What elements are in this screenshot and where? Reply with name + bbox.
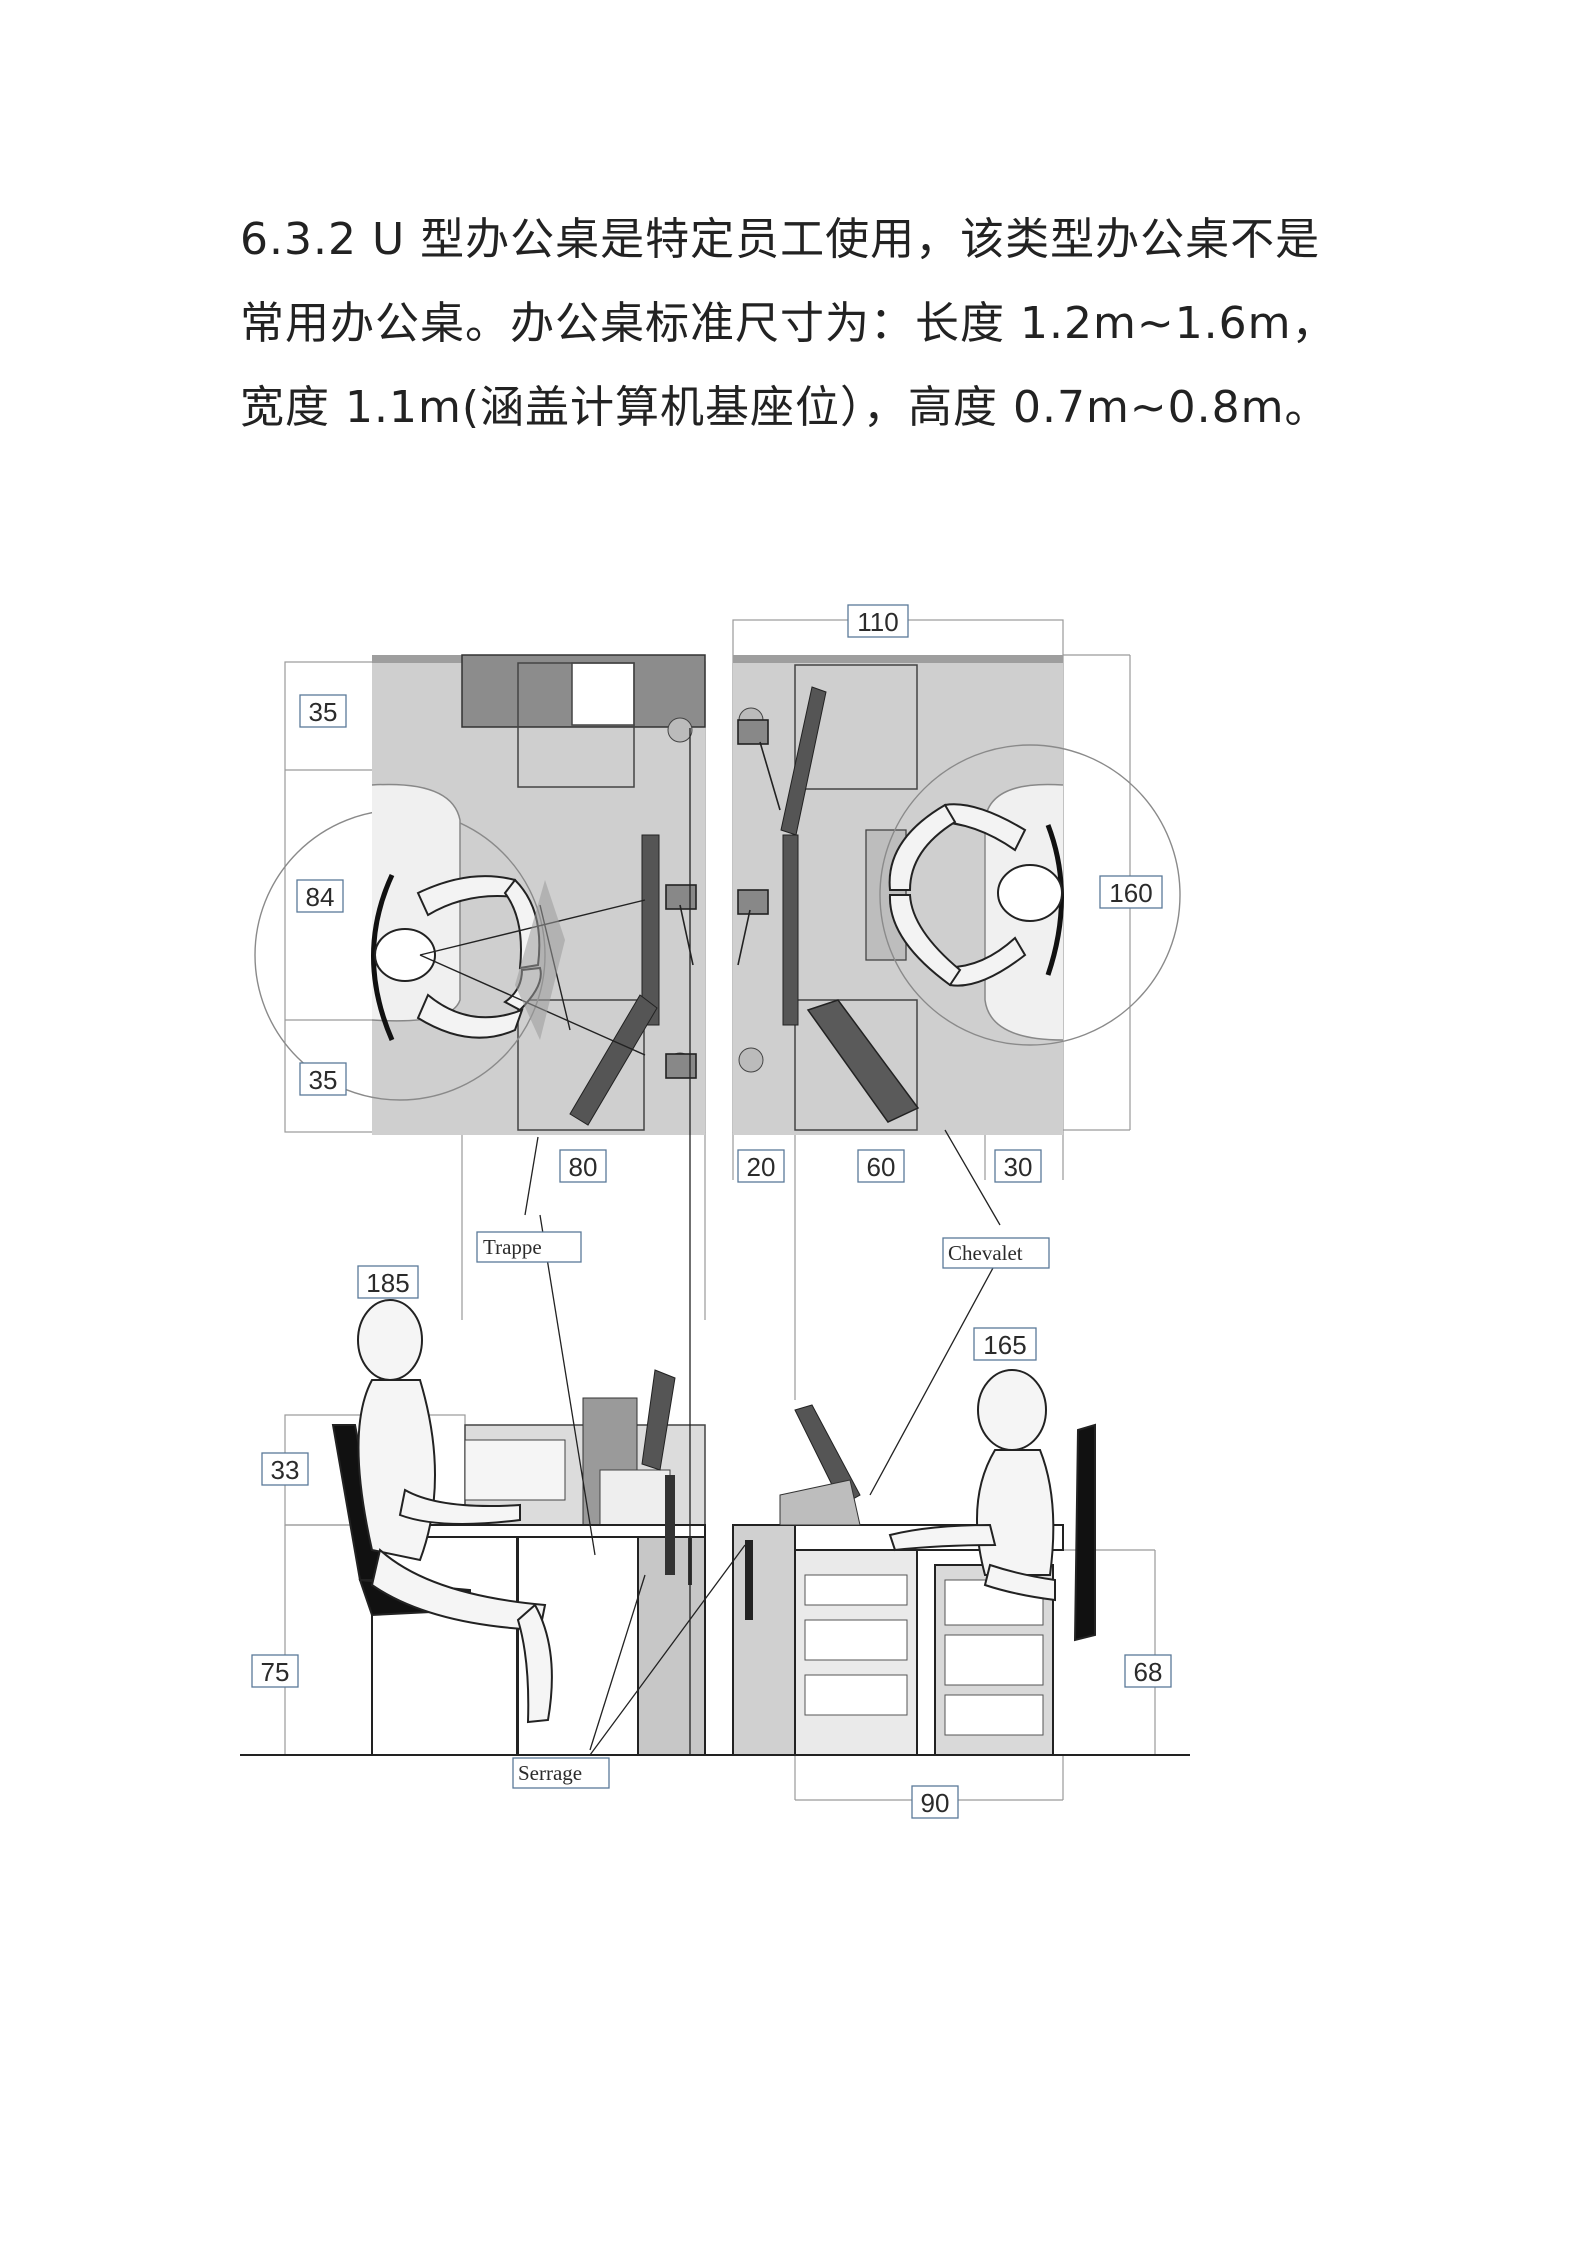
svg-text:35: 35 [309, 1065, 338, 1095]
svg-text:185: 185 [366, 1268, 409, 1298]
dimension-labels: 110 35 84 35 160 80 20 60 [251, 604, 1172, 1819]
note-trappe: Trappe [476, 1231, 582, 1263]
svg-text:Serrage: Serrage [518, 1761, 582, 1785]
dim-90: 90 [911, 1785, 959, 1819]
dim-185: 185 [357, 1265, 419, 1299]
dim-110: 110 [847, 604, 909, 638]
svg-text:160: 160 [1109, 878, 1152, 908]
elevation-view [240, 1299, 1190, 1801]
leader-lines [524, 728, 1001, 1756]
dim-165: 165 [973, 1327, 1037, 1361]
svg-text:75: 75 [261, 1657, 290, 1687]
dim-35-bottom: 35 [299, 1062, 347, 1096]
note-serrage: Serrage [512, 1757, 610, 1789]
svg-text:30: 30 [1004, 1152, 1033, 1182]
dim-160: 160 [1099, 875, 1163, 909]
dim-20: 20 [737, 1149, 785, 1183]
paragraph-line-1: 6.3.2 U 型办公桌是特定员工使用，该类型办公桌不是 [240, 214, 1321, 265]
dim-60: 60 [857, 1149, 905, 1183]
dim-35-top: 35 [299, 694, 347, 728]
body-paragraph: 6.3.2 U 型办公桌是特定员工使用，该类型办公桌不是 常用办公桌。办公桌标准… [240, 198, 1370, 450]
svg-text:20: 20 [747, 1152, 776, 1182]
note-labels: Trappe Chevalet Serrage [476, 1231, 1050, 1789]
svg-text:80: 80 [569, 1152, 598, 1182]
svg-text:90: 90 [921, 1788, 950, 1818]
svg-text:35: 35 [309, 697, 338, 727]
svg-text:Trappe: Trappe [483, 1235, 542, 1259]
paragraph-line-3: 宽度 1.1m(涵盖计算机基座位），高度 0.7m~0.8m。 [240, 382, 1330, 433]
dim-68: 68 [1124, 1654, 1172, 1688]
plan-view [254, 619, 1181, 1400]
note-chevalet: Chevalet [942, 1237, 1050, 1269]
svg-text:68: 68 [1134, 1657, 1163, 1687]
svg-text:110: 110 [857, 607, 898, 637]
svg-text:60: 60 [867, 1152, 896, 1182]
dim-33: 33 [261, 1452, 309, 1486]
paragraph-line-2: 常用办公桌。办公桌标准尺寸为：长度 1.2m~1.6m， [240, 298, 1337, 349]
svg-text:33: 33 [271, 1455, 300, 1485]
svg-text:165: 165 [983, 1330, 1026, 1360]
svg-text:84: 84 [306, 882, 335, 912]
dim-80: 80 [559, 1149, 607, 1183]
dim-75: 75 [251, 1654, 299, 1688]
dim-30: 30 [994, 1149, 1042, 1183]
svg-text:Chevalet: Chevalet [948, 1241, 1023, 1265]
dim-84: 84 [296, 879, 344, 913]
